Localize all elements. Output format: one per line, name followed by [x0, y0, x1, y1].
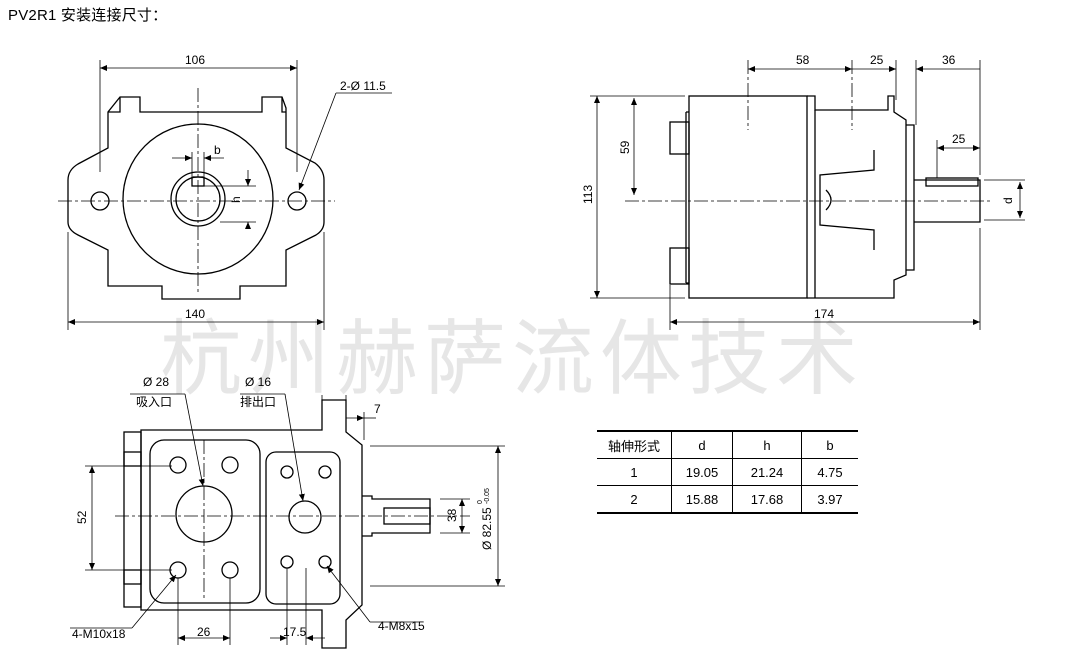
- side-port-top: [669, 121, 690, 155]
- side-shaft-arc: [825, 189, 832, 211]
- dim-113: 113: [581, 185, 595, 204]
- side-dimensions: [590, 60, 1025, 330]
- front-step-right: [281, 97, 286, 113]
- label-inlet: 吸入口: [136, 395, 172, 409]
- dim-58: 58: [796, 53, 810, 67]
- table-cell: 4.75: [801, 458, 858, 486]
- rear-body-outline: [140, 399, 363, 649]
- table-header: h: [732, 430, 802, 459]
- rear-notch-bottom: [123, 569, 142, 585]
- side-port-bottom: [669, 247, 690, 285]
- dim-7: 7: [374, 402, 381, 416]
- dim-b: b: [214, 143, 221, 157]
- dim-outlet-dia: Ø 16: [245, 375, 271, 389]
- dim-17-5: 17.5: [283, 625, 307, 639]
- rear-notch-top: [123, 451, 142, 467]
- table-cell: 19.05: [671, 458, 733, 486]
- rear-bolt-tl: [169, 456, 187, 474]
- dim-140: 140: [185, 307, 205, 321]
- table-header: d: [671, 430, 733, 459]
- table-cell: 1: [597, 458, 672, 486]
- dim-82-tol-bottom: -0.05: [484, 488, 491, 504]
- shaft-spec-table: 轴伸形式 d h b 1 19.05 21.24 4.75 2 15.88 17…: [597, 430, 858, 514]
- table-cell: 3.97: [801, 485, 858, 514]
- dim-25-shaft: 25: [952, 132, 966, 146]
- rear-centerlines: [115, 440, 470, 600]
- dim-82-55: Ø 82.55: [480, 507, 494, 550]
- dim-25-top: 25: [870, 53, 884, 67]
- side-body-right: [807, 95, 907, 299]
- label-outlet: 排出口: [240, 395, 276, 409]
- rear-inlet-flange: [149, 439, 261, 604]
- side-shaft-key: [925, 177, 979, 187]
- dim-38: 38: [445, 508, 459, 522]
- rear-bolt-2br: [318, 555, 332, 569]
- rear-bolt-bl: [169, 561, 187, 579]
- side-view: [669, 95, 981, 299]
- watermark: 杭州赫萨流体技术: [160, 312, 865, 407]
- table-row: 2 15.88 17.68 3.97: [597, 485, 858, 514]
- rear-bolt-br: [221, 561, 239, 579]
- front-centerlines: [58, 88, 335, 292]
- side-inner-shaft: [819, 150, 875, 250]
- front-step-left: [108, 97, 121, 113]
- rear-bolt-2tr: [318, 465, 332, 479]
- front-body-outline: [67, 96, 325, 300]
- rear-outlet-flange: [265, 451, 341, 605]
- rear-bolt-tr: [221, 456, 239, 474]
- rear-view: [123, 399, 431, 649]
- dim-h: h: [229, 196, 243, 203]
- dim-d: d: [1001, 197, 1015, 204]
- dim-82-tol-top: 0: [477, 500, 484, 504]
- side-flange: [906, 124, 915, 271]
- table-header: 轴伸形式: [597, 430, 672, 459]
- front-dimensions: [67, 60, 392, 330]
- dim-59: 59: [618, 140, 632, 154]
- rear-step-left: [123, 431, 142, 608]
- dim-36: 36: [942, 53, 956, 67]
- dim-52: 52: [75, 510, 89, 524]
- table-header: b: [801, 430, 858, 459]
- table-row: 1 19.05 21.24 4.75: [597, 458, 858, 486]
- dim-inlet-dia: Ø 28: [143, 375, 169, 389]
- front-view: [67, 96, 325, 300]
- rear-dimensions: [70, 393, 505, 645]
- dim-174: 174: [814, 307, 834, 321]
- rear-outlet-port: [288, 500, 322, 534]
- table-header-row: 轴伸形式 d h b: [597, 430, 858, 459]
- dim-106: 106: [185, 53, 205, 67]
- table-cell: 15.88: [671, 485, 733, 514]
- table-cell: 21.24: [732, 458, 802, 486]
- dim-26: 26: [197, 625, 211, 639]
- table-cell: 2: [597, 485, 672, 514]
- label-thread-m8: 4-M8x15: [378, 619, 425, 633]
- table-cell: 17.68: [732, 485, 802, 514]
- rear-shaft-key: [383, 507, 431, 525]
- rear-bolt-2tl: [280, 465, 294, 479]
- label-thread-m10: 4-M10x18: [72, 627, 126, 641]
- dim-hole: 2-Ø 11.5: [340, 79, 386, 93]
- page-title: PV2R1 安装连接尺寸：: [8, 7, 168, 24]
- rear-bolt-2bl: [280, 555, 294, 569]
- side-body-left: [688, 95, 808, 299]
